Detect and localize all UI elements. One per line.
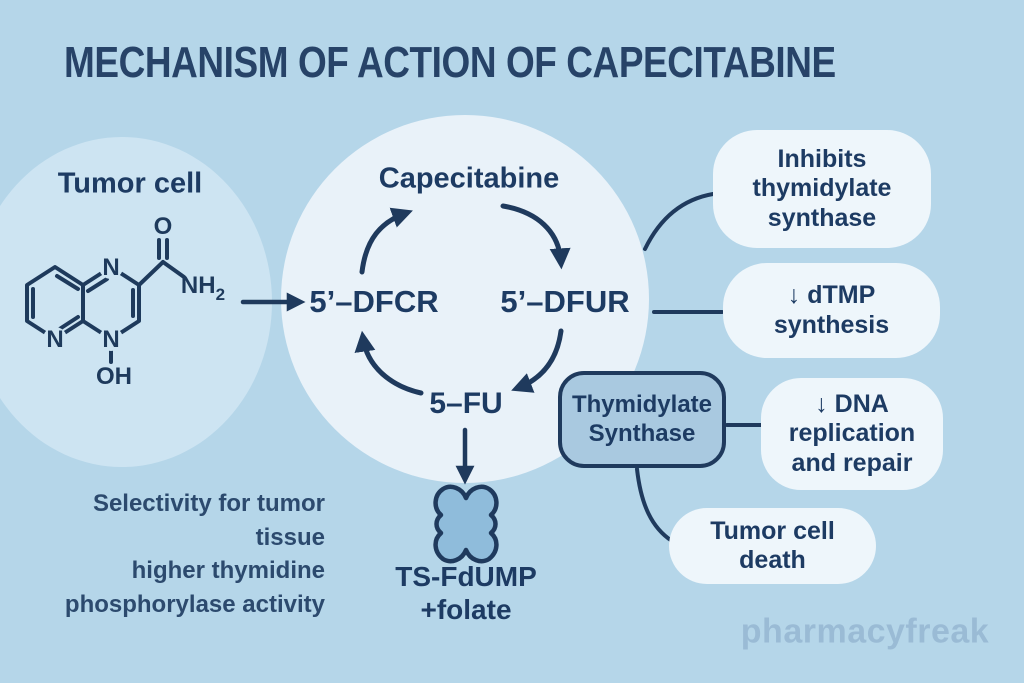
thymidylate-synthase-box: Thymidylate Synthase <box>558 371 726 468</box>
ts-complex-label: TS-FdUMP +folate <box>395 560 537 625</box>
tumor-cell-label: Tumor cell <box>57 167 203 200</box>
cycle-node-dfur: 5’–DFUR <box>500 284 630 319</box>
connector-enzyme-to-death <box>635 467 674 543</box>
page-title: MECHANISM OF ACTION OF CAPECITABINE <box>64 38 836 87</box>
outcome-box-inhibits-thymidylate-synthase: Inhibits thymidylate synthase <box>713 130 931 248</box>
watermark: pharmacyfreak <box>740 612 990 651</box>
cycle-node-dfcr: 5’–DFCR <box>309 284 439 319</box>
cycle-node-capecitabine: Capecitabine <box>378 162 560 195</box>
connector-cycle-to-inhibits <box>643 192 715 251</box>
outcome-box-tumor-cell-death: Tumor cell death <box>669 508 876 584</box>
cycle-node-5fu: 5–FU <box>429 387 503 420</box>
outcome-box-dna-replication-repair: ↓ DNA replication and repair <box>761 378 943 490</box>
outcome-box-dtmp-synthesis: ↓ dTMP synthesis <box>723 263 940 358</box>
selectivity-note: Selectivity for tumor tissue higher thym… <box>64 490 325 618</box>
